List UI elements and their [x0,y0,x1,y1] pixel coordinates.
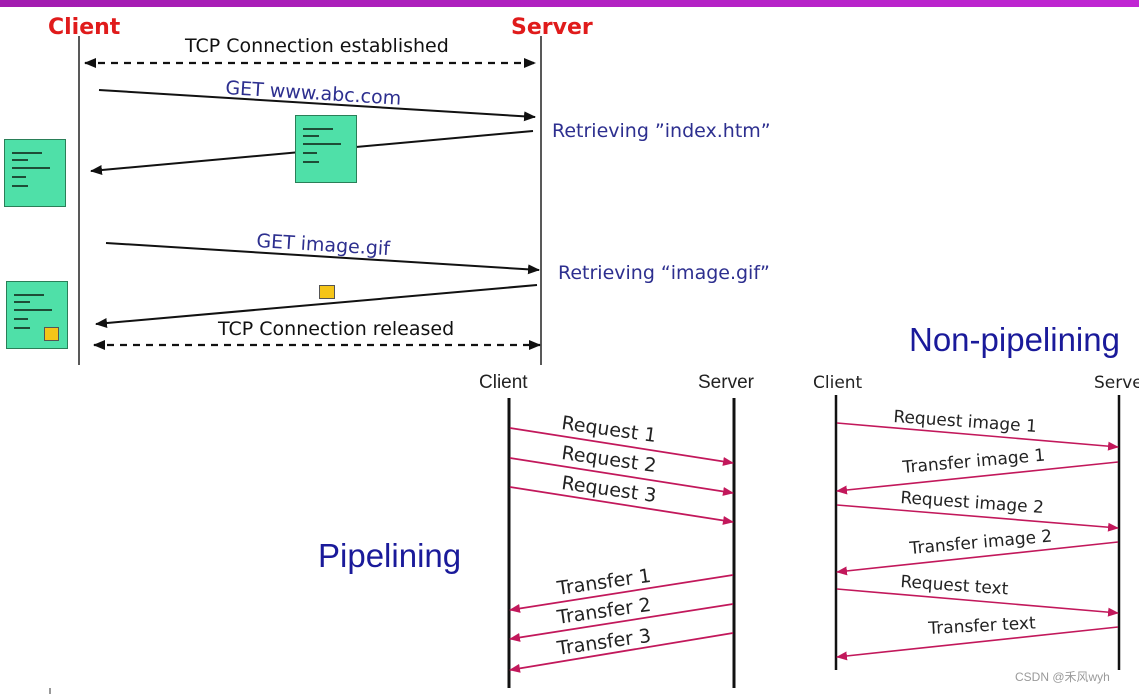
document-with-image-icon [6,281,68,349]
np-transfer-image-1-arrow [836,461,1119,495]
image-response-arrow [95,284,538,329]
request-1-arrow [509,427,734,466]
retrieving-image-label: Retrieving “image.gif” [558,262,770,284]
top-accent-bar [0,0,1139,7]
client-label: Client [48,15,121,40]
non-pipelining-title: Non-pipelining [909,321,1120,358]
np-request-image-1-arrow [836,422,1119,451]
request-3-arrow [509,486,734,525]
transfer-2-arrow [509,603,734,642]
pipe-client-label: Client [479,372,528,393]
pipe-server-label: Server [698,372,754,393]
np-client-label: Client [813,373,863,393]
image-icon [319,285,335,299]
document-icon [295,115,357,183]
transfer-3-arrow [509,632,734,673]
np-request-text-arrow [836,588,1119,617]
np-request-image-2-arrow [836,504,1119,532]
retrieving-index-label: Retrieving ”index.htm” [552,120,771,142]
np-server-label: Serve [1094,373,1139,393]
transfer-1-arrow [509,574,734,613]
np-transfer-image-2-arrow [836,541,1119,576]
request-2-arrow [509,457,734,496]
tcp-established-label: TCP Connection established [185,35,449,57]
get-image-arrow [105,242,540,275]
server-label: Server [511,15,593,40]
received-document-icon [4,139,66,207]
embedded-image-icon [44,327,59,341]
watermark: CSDN @禾风wyh [1015,670,1110,684]
pipelining-title: Pipelining [318,537,462,574]
get-www-arrow [98,89,536,122]
np-transfer-text-arrow [836,626,1119,661]
tcp-released-label: TCP Connection released [218,318,455,340]
